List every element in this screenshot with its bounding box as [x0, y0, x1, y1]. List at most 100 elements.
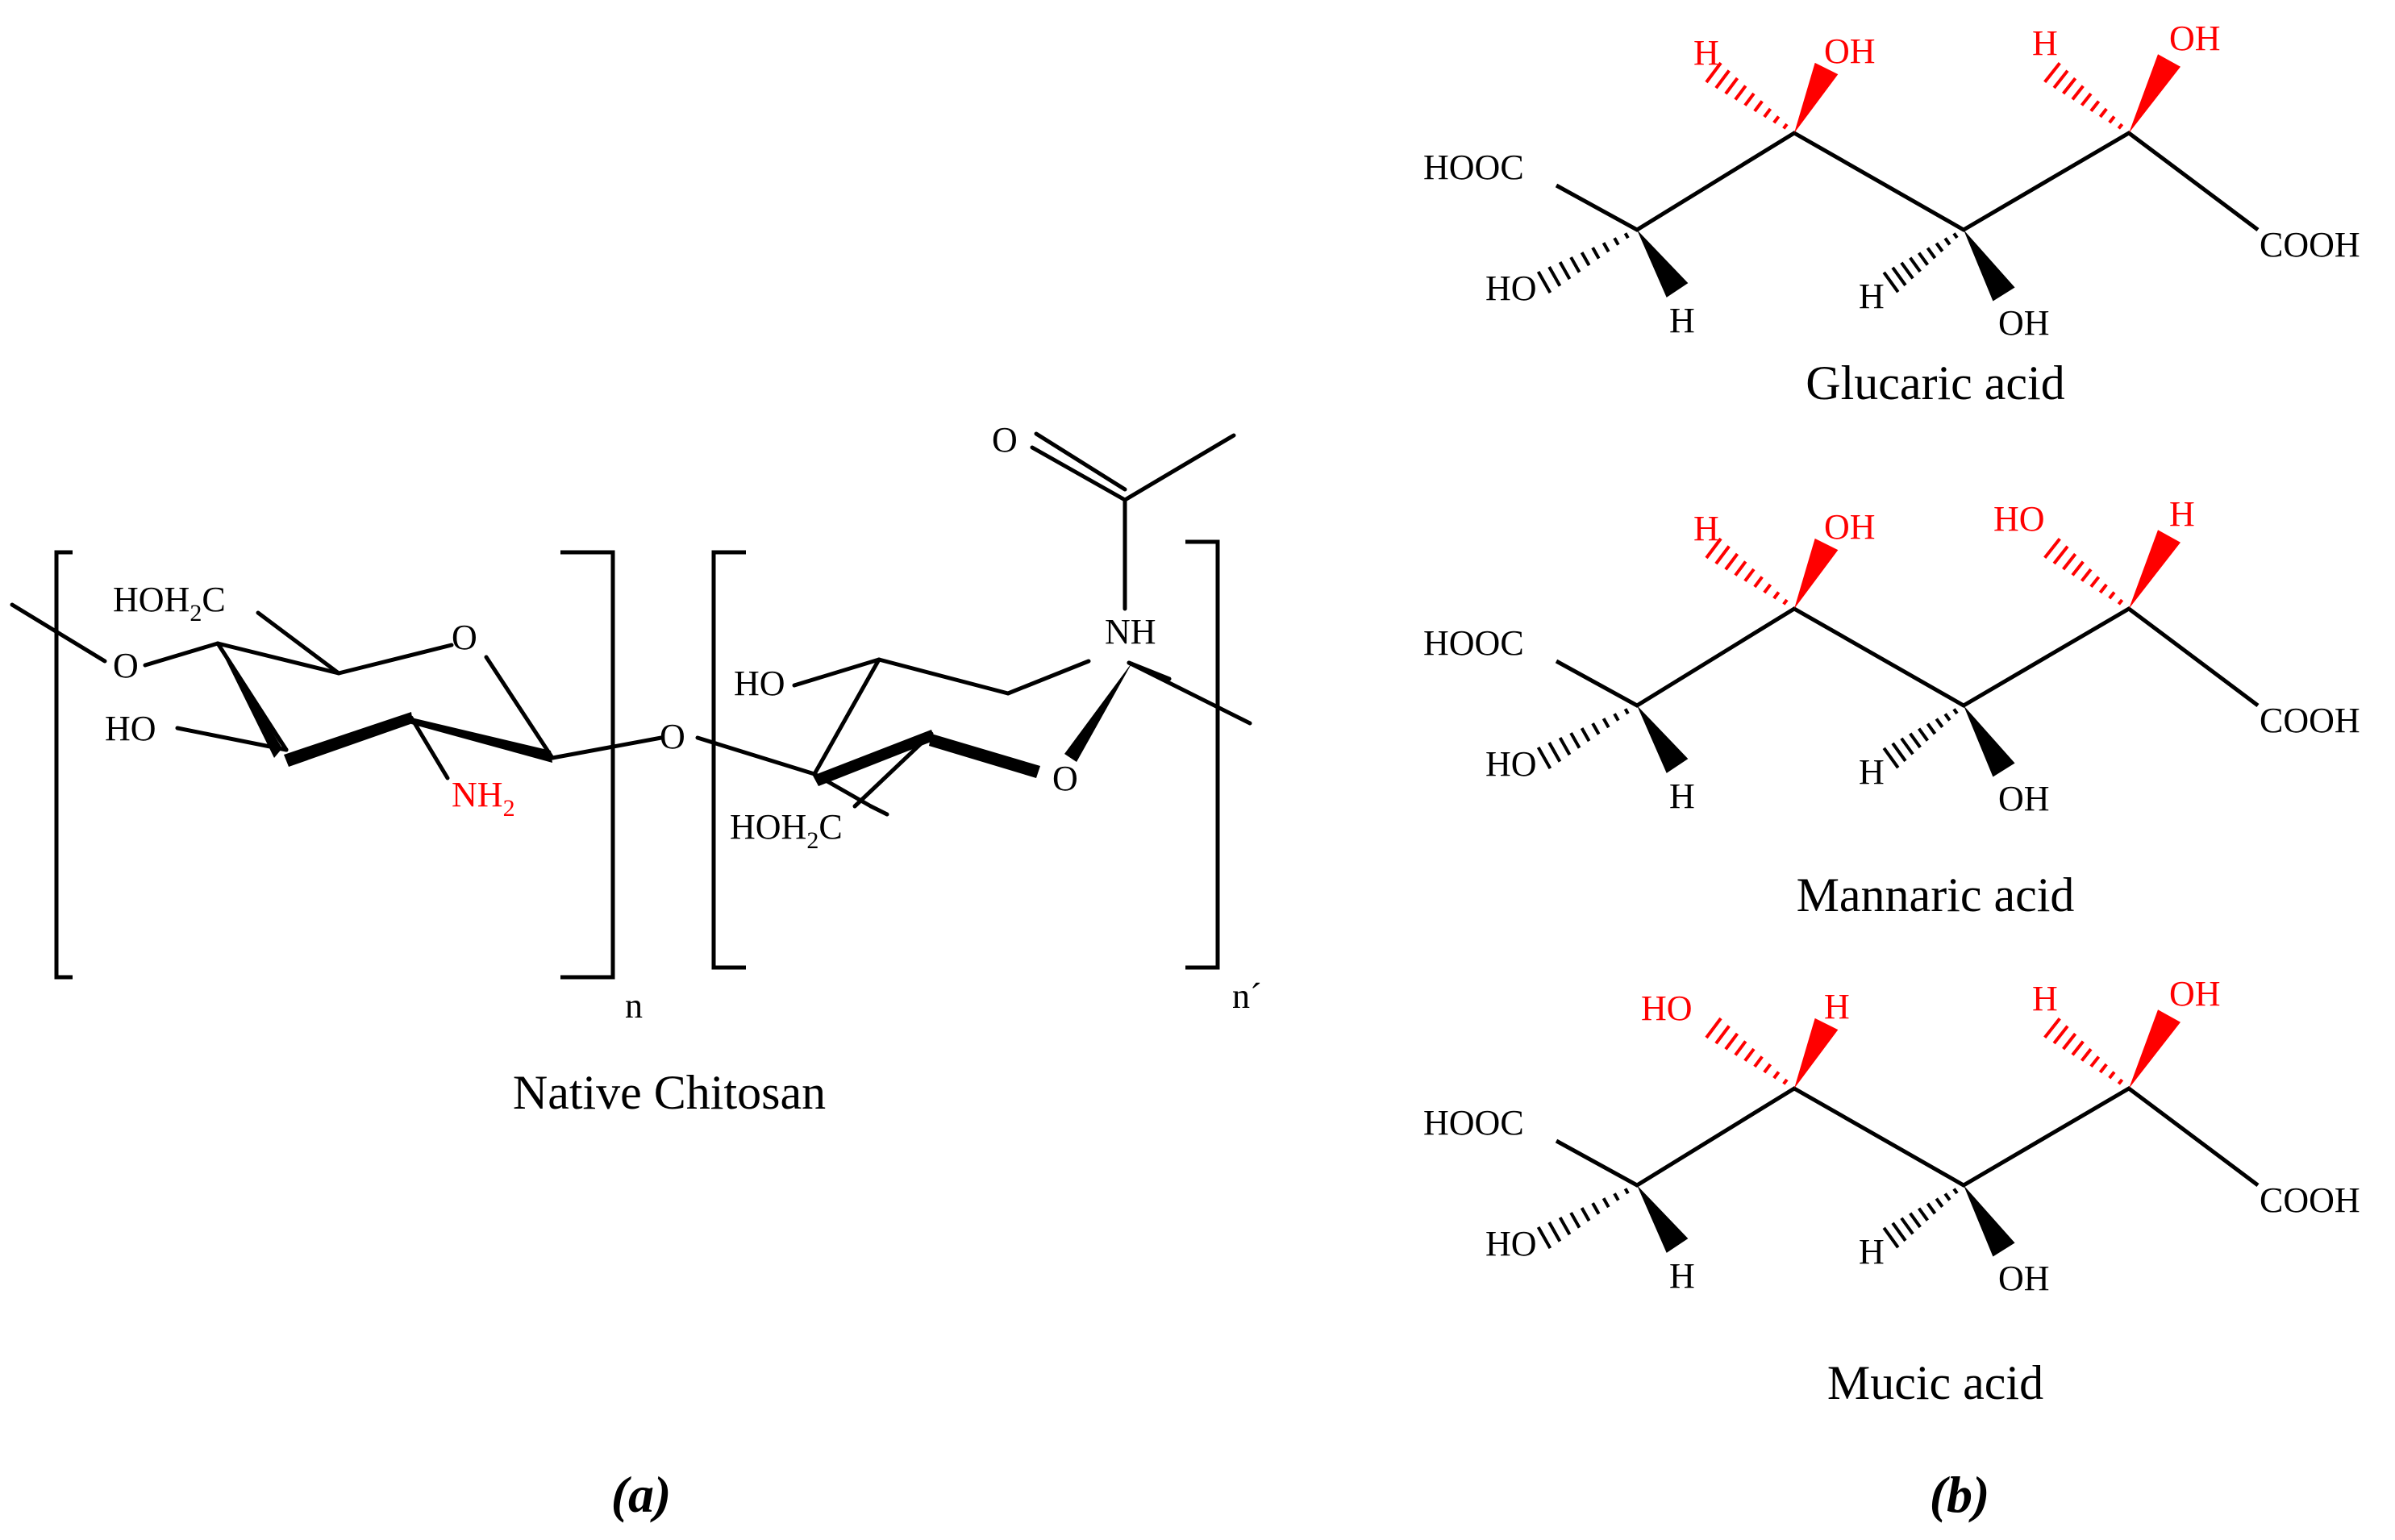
c1-hashed-bond: [1558, 1217, 1572, 1236]
ring2-wedge-bond-o: [1064, 661, 1133, 762]
c1-hashed-substituent: HO: [1485, 268, 1537, 308]
c2-hashed-bond: [1705, 537, 1722, 560]
c1-hashed-bond: [1623, 708, 1630, 715]
c4-hashed-bond: [2080, 568, 2093, 582]
c4-hashed-substituent: H: [2032, 979, 2058, 1018]
c3-hashed-substituent: H: [1859, 752, 1885, 792]
c1-hashed-bond: [1613, 237, 1620, 246]
c2-wedge-bond: [1794, 62, 1839, 133]
carbonyl-oxygen: O: [992, 420, 1018, 460]
c4-hashed-bond: [2043, 61, 2061, 84]
c2-hashed-bond: [1753, 100, 1764, 113]
chitosan-structure: HOH2C O HO O NH2 O HO HOH2C O NH O n n´ …: [10, 420, 1262, 1523]
ring1-bonds: [10, 602, 664, 780]
c2-hashed-bond: [1724, 1032, 1739, 1051]
c3-hashed-bond: [1952, 708, 1959, 715]
c2-hashed-bond: [1705, 1017, 1722, 1039]
c4-hashed-bond: [2117, 1078, 2124, 1085]
acid-name: Glucaric acid: [1806, 356, 2064, 410]
c3-hashed-bond: [1917, 252, 1930, 266]
c4-wedge-substituent: OH: [2169, 19, 2221, 58]
c4-hashed-bond: [2117, 123, 2124, 130]
c2-wedge-substituent: OH: [1824, 507, 1876, 547]
c2-hashed-bond: [1734, 560, 1747, 576]
chitosan-title: Native Chitosan: [513, 1066, 826, 1119]
c4-hashed-bond: [2098, 1063, 2108, 1074]
c3-wedge-substituent: OH: [1998, 1259, 2050, 1298]
c2-hashed-bond: [1763, 583, 1772, 594]
c2-hashed-substituent: HO: [1641, 989, 1693, 1028]
c1-wedge-substituent: H: [1669, 1256, 1695, 1296]
c3-hashed-bond: [1891, 266, 1907, 286]
c3-hashed-bond: [1891, 1222, 1907, 1242]
c1-wedge-substituent: H: [1669, 776, 1695, 816]
c3-wedge-bond: [1964, 230, 2015, 302]
c3-hashed-substituent: H: [1859, 277, 1885, 316]
c3-hashed-bond: [1909, 732, 1922, 749]
c3-hashed-bond: [1926, 722, 1937, 735]
c3-hashed-bond: [1909, 1212, 1922, 1229]
bracket-2-open: [711, 550, 746, 970]
c1-hashed-bond: [1613, 713, 1620, 722]
c2-hashed-bond: [1763, 107, 1772, 119]
c2-wedge-substituent: OH: [1824, 31, 1876, 71]
c1-wedge-substituent: H: [1669, 301, 1695, 340]
c3-hashed-bond: [1926, 247, 1937, 260]
c2-hashed-bond: [1782, 123, 1789, 130]
c2-hashed-bond: [1753, 1055, 1764, 1068]
c3-wedge-bond: [1964, 1185, 2015, 1257]
acid-backbone: [1555, 1086, 2260, 1188]
ring1-wedge-bond-left: [218, 643, 282, 758]
c1-hashed-bond: [1558, 261, 1572, 281]
c1-hashed-bond: [1602, 1197, 1610, 1209]
c3-hashed-bond: [1891, 742, 1907, 762]
right-carboxyl-label: COOH: [2260, 1180, 2360, 1220]
ring2-wedge-bond-right: [929, 734, 1040, 778]
left-bracket-1-open: [54, 550, 73, 980]
c1-hashed-bond: [1623, 232, 1630, 239]
c4-hashed-bond: [2117, 598, 2124, 606]
c1-hashed-bond: [1580, 727, 1591, 743]
ring1-wedge-bond-right: [411, 718, 552, 763]
c2-hashed-bond: [1724, 552, 1739, 571]
c3-hashed-bond: [1900, 1217, 1914, 1235]
c3-hashed-bond: [1917, 727, 1930, 742]
c4-hashed-substituent: H: [2032, 23, 2058, 63]
right-carboxyl-label: COOH: [2260, 225, 2360, 264]
c3-hashed-bond: [1900, 261, 1914, 280]
c1-wedge-bond: [1637, 1185, 1689, 1253]
ring2-nh-label: NH: [1105, 612, 1156, 651]
c2-hashed-bond: [1772, 1071, 1781, 1080]
c4-wedge-substituent: H: [2169, 494, 2195, 534]
acid-name: Mucic acid: [1827, 1356, 2043, 1409]
c4-hashed-bond: [2052, 1025, 2069, 1045]
c4-wedge-bond: [2129, 1009, 2180, 1088]
c4-hashed-bond: [2071, 560, 2085, 576]
c2-hashed-bond: [1734, 85, 1747, 101]
acid-backbone: [1555, 131, 2260, 232]
c1-hashed-bond: [1569, 1212, 1581, 1229]
right-carboxyl-label: COOH: [2260, 701, 2360, 740]
c1-hashed-substituent: HO: [1485, 1224, 1537, 1263]
c4-hashed-bond: [2098, 107, 2108, 119]
c4-wedge-bond: [2129, 54, 2180, 133]
c2-hashed-bond: [1743, 92, 1756, 106]
c2-hashed-bond: [1763, 1063, 1772, 1074]
c4-hashed-bond: [2062, 77, 2077, 95]
c3-wedge-bond: [1964, 705, 2015, 777]
c1-hashed-bond: [1569, 256, 1581, 273]
c1-hashed-substituent: HO: [1485, 744, 1537, 784]
c3-hashed-bond: [1952, 1188, 1959, 1195]
c2-hashed-bond: [1743, 568, 1756, 582]
c3-wedge-substituent: OH: [1998, 303, 2050, 343]
c1-hashed-bond: [1536, 1226, 1552, 1250]
c1-hashed-bond: [1569, 732, 1581, 749]
c2-hashed-bond: [1782, 598, 1789, 606]
c2-hashed-bond: [1782, 1078, 1789, 1085]
c4-hashed-substituent: HO: [1993, 499, 2045, 539]
c1-hashed-bond: [1602, 718, 1610, 729]
ring2-bonds: [695, 431, 1252, 817]
c4-hashed-bond: [2062, 552, 2077, 571]
